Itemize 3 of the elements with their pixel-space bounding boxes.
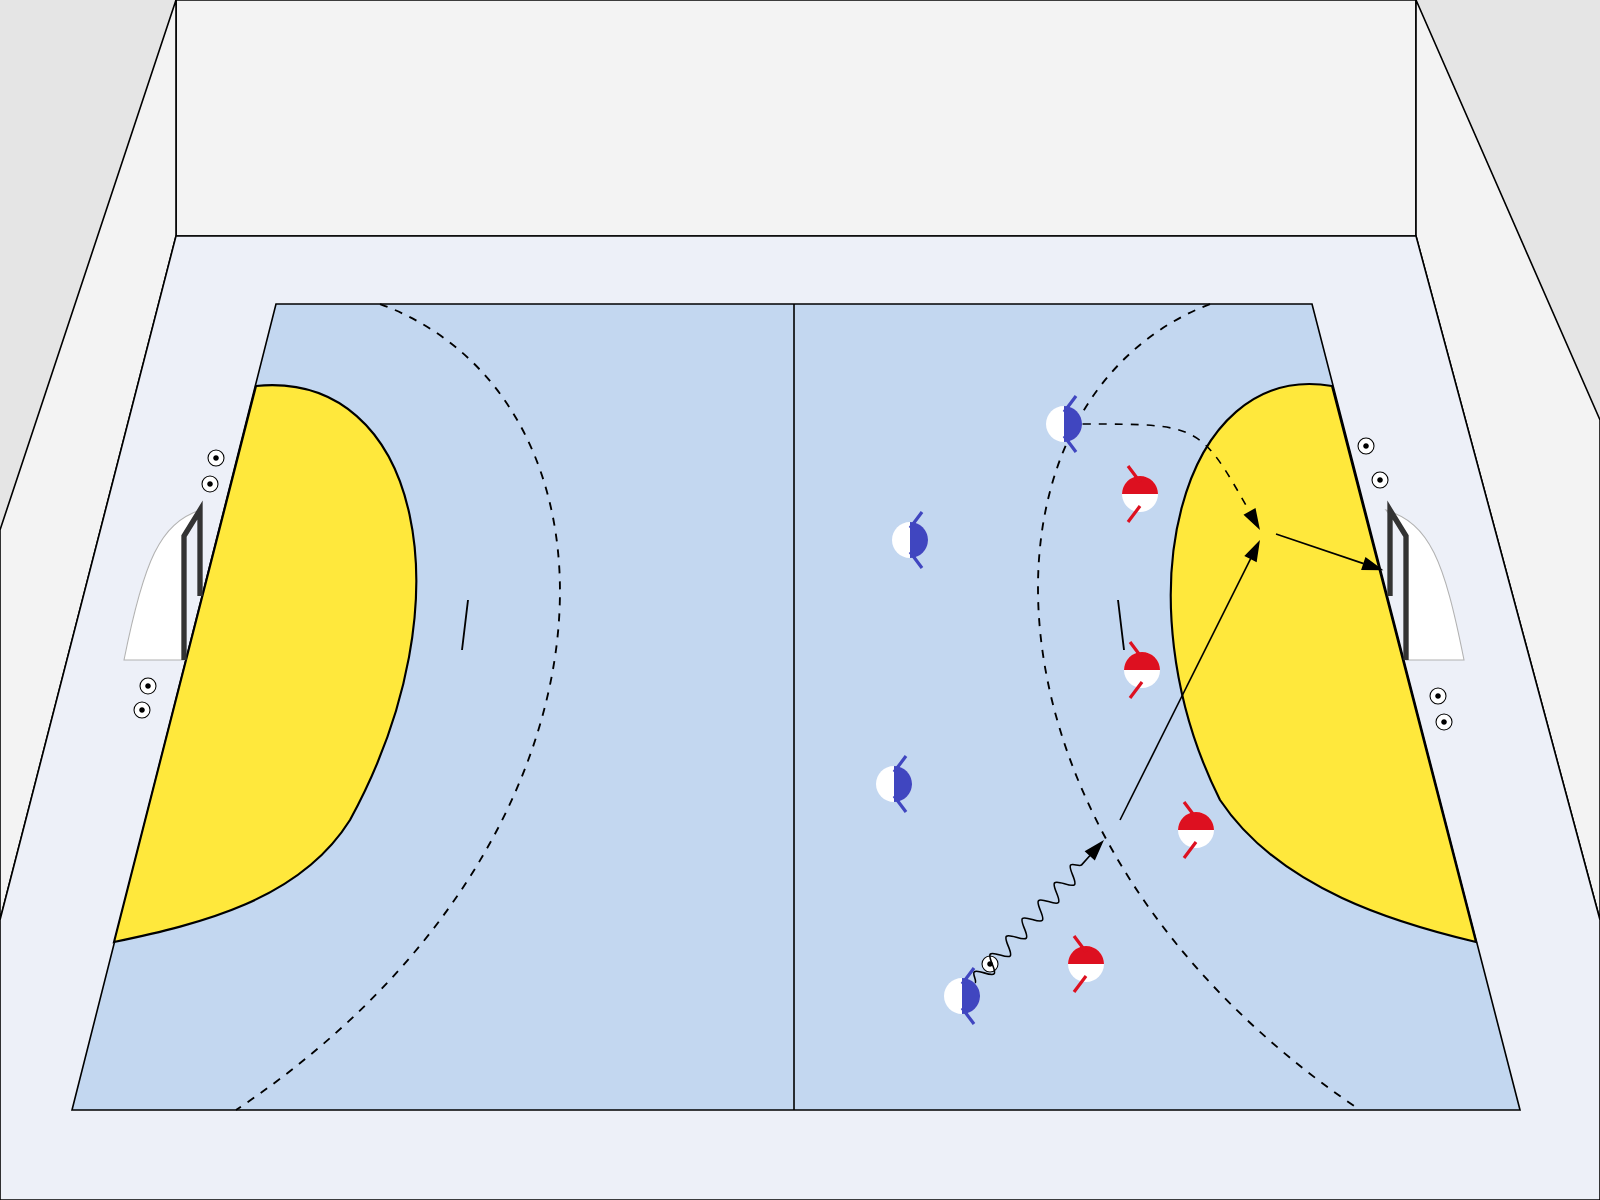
goal-drawing (1385, 500, 1465, 661)
player-icon (1046, 394, 1082, 454)
player-icon (944, 966, 980, 1026)
